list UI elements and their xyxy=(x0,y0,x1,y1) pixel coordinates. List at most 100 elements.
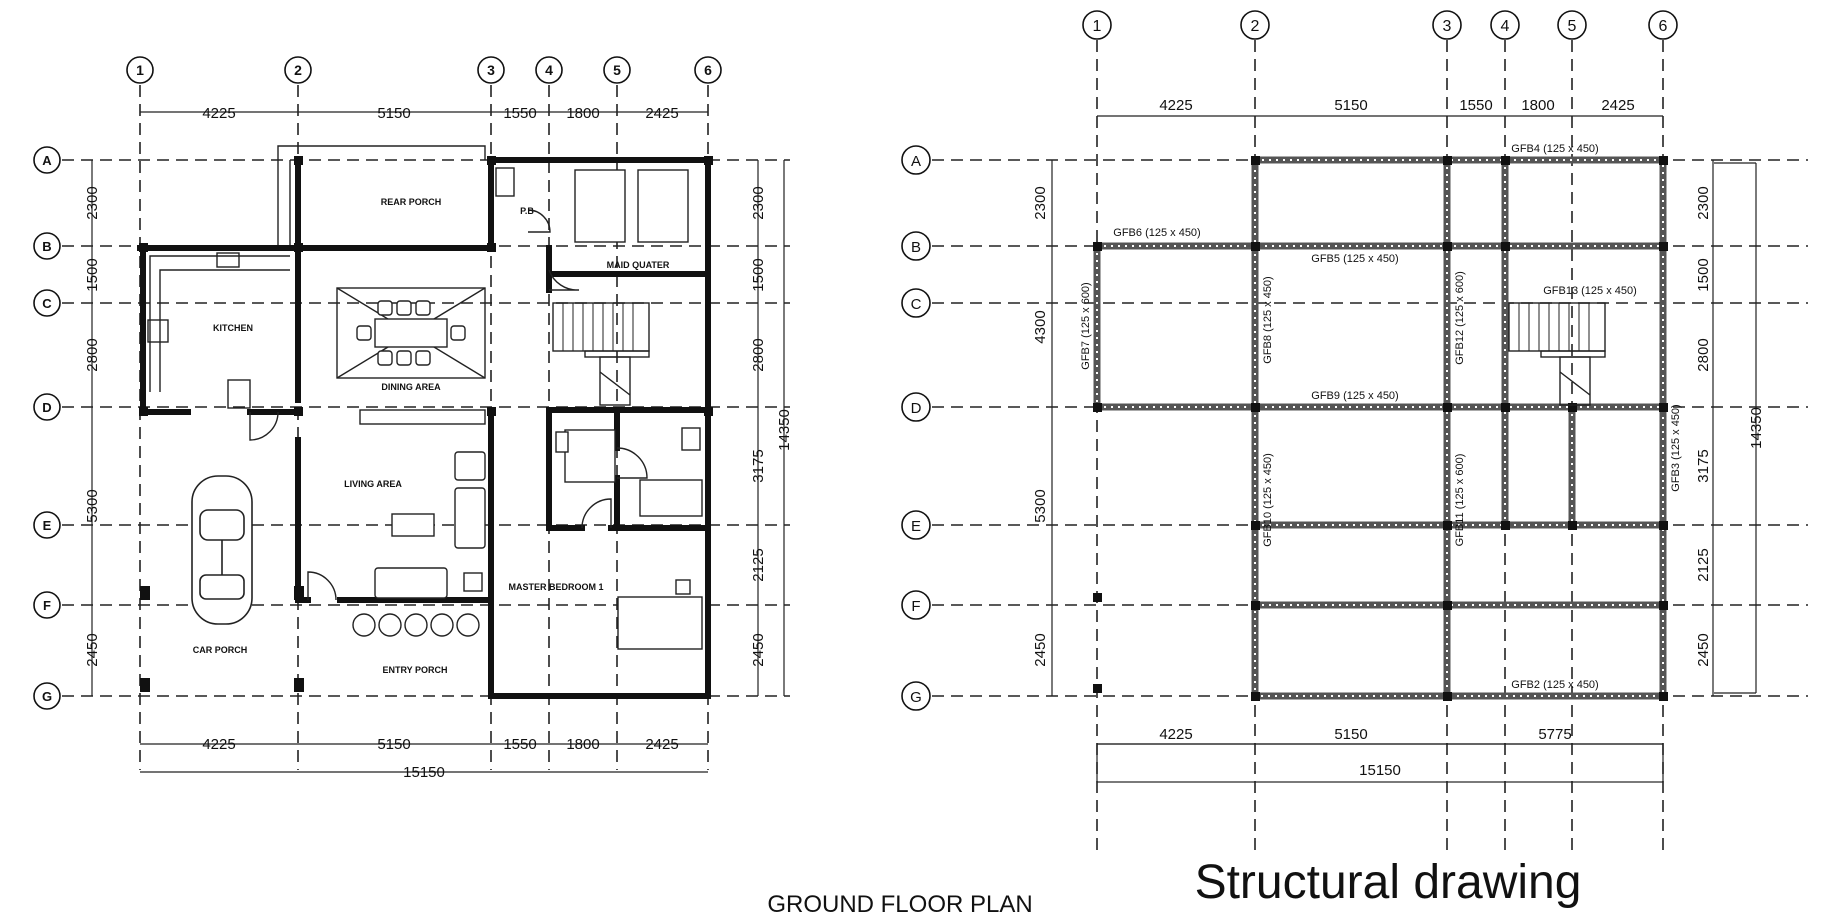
plan-left-dim-2: 1500 xyxy=(84,258,101,291)
ground-floor-plan: 1 2 3 4 5 6 A B C D E F G 4225 xyxy=(33,56,1033,918)
struct-grid-label-4: 4 xyxy=(1501,18,1510,35)
plan-columns xyxy=(139,156,713,692)
plan-right-dim-5: 2125 xyxy=(750,548,767,581)
plan-doors xyxy=(249,209,648,601)
beam-label-gfb3: GFB3 (125 x 450) xyxy=(1670,404,1682,491)
struct-right-dim-6: 2450 xyxy=(1695,633,1712,666)
plan-top-dim-5: 2425 xyxy=(645,105,678,122)
room-label-car-porch: CAR PORCH xyxy=(193,645,248,655)
struct-grid-label-1: 1 xyxy=(1093,18,1102,35)
beam-label-gfb7: GFB7 (125 x 600) xyxy=(1080,282,1092,369)
struct-overall-width: 15150 xyxy=(1359,762,1401,779)
beam-label-gfb10: GFB10 (125 x 450) xyxy=(1262,453,1274,547)
plan-grid-number-bubbles: 1 2 3 4 5 6 xyxy=(126,56,722,84)
plan-top-dim-4: 1800 xyxy=(566,105,599,122)
plan-left-dim-1: 2300 xyxy=(84,186,101,219)
plan-grid-label-f: F xyxy=(43,598,51,613)
struct-top-dim-3: 1550 xyxy=(1459,97,1492,114)
dining-table xyxy=(336,287,486,425)
plan-room-labels: REAR PORCH KITCHEN DINING AREA LIVING AR… xyxy=(193,197,670,675)
plan-grid-label-3: 3 xyxy=(487,62,495,78)
beam-label-gfb9: GFB9 (125 x 450) xyxy=(1311,390,1398,402)
plan-walls xyxy=(137,145,711,699)
plan-left-dim-3: 2800 xyxy=(84,338,101,371)
beam-label-gfb6: GFB6 (125 x 450) xyxy=(1113,227,1200,239)
room-label-dining: DINING AREA xyxy=(381,382,441,392)
struct-left-dim-3: 5300 xyxy=(1032,489,1049,522)
struct-stairs xyxy=(1508,302,1606,406)
struct-right-dim-4: 3175 xyxy=(1695,449,1712,482)
struct-grid-number-bubbles: 1 2 3 4 5 6 xyxy=(1082,10,1678,40)
plan-bottom-dim-2: 5150 xyxy=(377,736,410,753)
plan-caption: GROUND FLOOR PLAN xyxy=(767,891,1032,918)
plan-grid-label-c: C xyxy=(42,296,52,311)
beam-label-gfb4: GFB4 (125 x 450) xyxy=(1511,143,1598,155)
plan-bottom-dim-5: 2425 xyxy=(645,736,678,753)
plan-right-dim-2: 1500 xyxy=(750,258,767,291)
plan-grid-label-g: G xyxy=(42,689,52,704)
struct-grid-label-2: 2 xyxy=(1251,18,1260,35)
struct-overall-height: 14350 xyxy=(1748,407,1765,449)
struct-left-dim-2: 4300 xyxy=(1032,310,1049,343)
struct-grid-label-c: C xyxy=(911,296,922,313)
plan-right-dimensions: 2300 1500 2800 3175 2125 2450 14350 xyxy=(750,160,793,696)
plan-top-dim-3: 1550 xyxy=(503,105,536,122)
struct-top-dim-2: 5150 xyxy=(1334,97,1367,114)
plan-bottom-dimensions: 4225 5150 1550 1800 2425 15150 xyxy=(140,736,708,781)
plan-right-dim-6: 2450 xyxy=(750,633,767,666)
plan-top-dim-1: 4225 xyxy=(202,105,235,122)
beam-label-gfb5: GFB5 (125 x 450) xyxy=(1311,253,1398,265)
plan-left-dim-5: 2450 xyxy=(84,633,101,666)
struct-grid-label-6: 6 xyxy=(1659,18,1668,35)
plan-left-dim-4: 5300 xyxy=(84,489,101,522)
plan-grid-label-1: 1 xyxy=(136,62,144,78)
struct-right-dim-5: 2125 xyxy=(1695,548,1712,581)
struct-left-dim-1: 2300 xyxy=(1032,186,1049,219)
room-label-pb: P.B xyxy=(520,206,534,216)
plan-right-dim-1: 2300 xyxy=(750,186,767,219)
struct-grid-label-b: B xyxy=(911,239,921,256)
plan-left-dimensions: 2300 1500 2800 5300 2450 xyxy=(84,160,101,696)
structural-title: Structural drawing xyxy=(1195,856,1582,909)
struct-right-dim-1: 2300 xyxy=(1695,186,1712,219)
struct-bottom-dim-2: 5150 xyxy=(1334,726,1367,743)
plan-top-dimensions: 4225 5150 1550 1800 2425 xyxy=(140,105,708,122)
struct-top-dim-4: 1800 xyxy=(1521,97,1554,114)
room-label-rear-porch: REAR PORCH xyxy=(381,197,442,207)
beam-label-gfb12: GFB12 (125 x 600) xyxy=(1454,271,1466,365)
structural-drawing: 1 2 3 4 5 6 A B C D E F G 4225 51 xyxy=(901,10,1808,909)
plan-grid-label-2: 2 xyxy=(294,62,302,78)
struct-top-dim-1: 4225 xyxy=(1159,97,1192,114)
struct-bottom-dimensions: 4225 5150 5775 15150 xyxy=(1096,726,1664,783)
struct-grid-label-5: 5 xyxy=(1568,18,1577,35)
struct-beams xyxy=(1093,156,1667,700)
plan-bottom-dim-4: 1800 xyxy=(566,736,599,753)
struct-grid-label-a: A xyxy=(911,153,921,170)
struct-grid-label-f: F xyxy=(911,598,920,615)
plan-grid-label-4: 4 xyxy=(545,62,553,78)
struct-grid-label-e: E xyxy=(911,518,921,535)
plan-right-dim-4: 3175 xyxy=(750,449,767,482)
beam-label-gfb8: GFB8 (125 x 450) xyxy=(1262,276,1274,363)
plan-right-dim-3: 2800 xyxy=(750,338,767,371)
struct-top-dim-5: 2425 xyxy=(1601,97,1634,114)
struct-right-dim-3: 2800 xyxy=(1695,338,1712,371)
plan-fixtures xyxy=(495,167,703,650)
plan-grid-label-a: A xyxy=(42,153,52,168)
plan-grid-label-e: E xyxy=(43,518,52,533)
struct-left-dim-4: 2450 xyxy=(1032,633,1049,666)
room-label-living: LIVING AREA xyxy=(344,479,402,489)
plan-bottom-dim-3: 1550 xyxy=(503,736,536,753)
plan-grid-label-b: B xyxy=(42,239,51,254)
plan-overall-height: 14350 xyxy=(776,409,793,451)
plan-top-dim-2: 5150 xyxy=(377,105,410,122)
car-icon xyxy=(191,475,253,625)
plan-bottom-dim-1: 4225 xyxy=(202,736,235,753)
room-label-master-bedroom: MASTER BEDROOM 1 xyxy=(508,582,603,592)
plan-overall-width: 15150 xyxy=(403,764,445,781)
beam-label-gfb11: GFB11 (125 x 600) xyxy=(1454,454,1466,547)
struct-right-dim-2: 1500 xyxy=(1695,258,1712,291)
beam-label-gfb13: GFB13 (125 x 450) xyxy=(1543,285,1637,297)
struct-beam-labels: GFB4 (125 x 450) GFB6 (125 x 450) GFB5 (… xyxy=(1080,143,1682,691)
